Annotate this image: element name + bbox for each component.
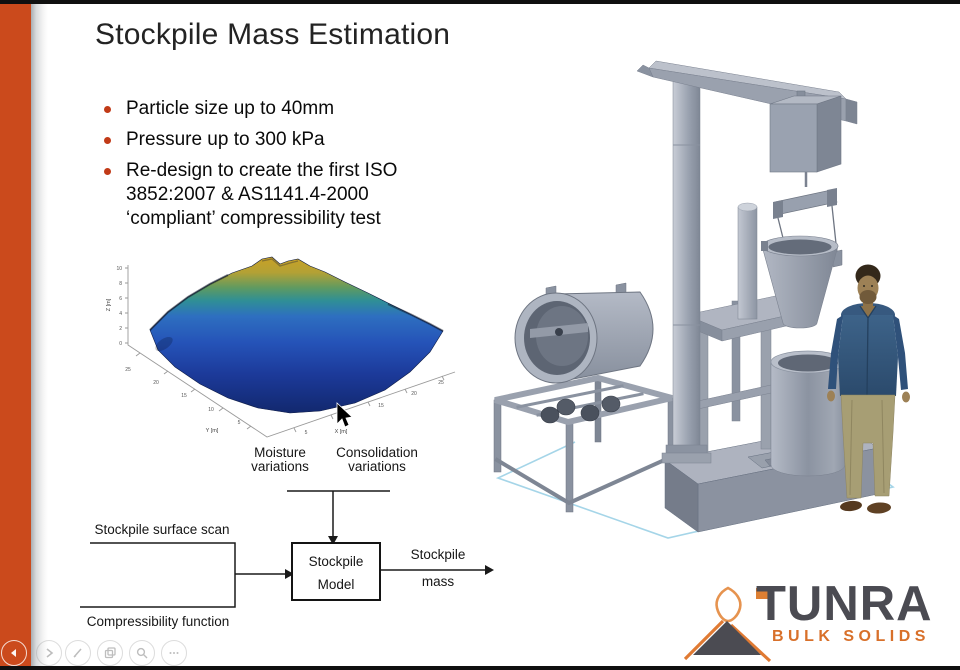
test-rig-render <box>493 60 910 539</box>
svg-text:10: 10 <box>208 407 214 413</box>
slide-accent-bar <box>0 0 31 670</box>
svg-text:4: 4 <box>119 311 122 317</box>
output-label: mass <box>422 574 455 589</box>
drum-stand <box>493 374 676 513</box>
support-column <box>661 71 712 464</box>
bullet-item: Pressure up to 300 kPa <box>92 128 444 152</box>
svg-text:6: 6 <box>119 296 122 302</box>
load-cell-box <box>769 90 842 173</box>
bullet-item: Particle size up to 40mm <box>92 97 444 121</box>
stockpile-model-diagram: Moisture variations Consolidation variat… <box>80 445 494 629</box>
moisture-label: variations <box>251 459 309 474</box>
plot-tick-labels: 10 8 6 4 2 0 5 10 15 20 25 5 10 15 20 25 <box>116 266 444 436</box>
tunra-logo-icon <box>684 586 772 663</box>
stockpile-model-box <box>291 542 381 601</box>
pen-icon <box>73 648 82 658</box>
bullet-icon <box>104 106 111 113</box>
svg-text:8: 8 <box>119 281 122 287</box>
test-vessel <box>770 350 851 477</box>
moisture-label: Moisture <box>254 445 306 460</box>
svg-text:0: 0 <box>119 341 122 347</box>
ellipsis-icon <box>169 652 179 654</box>
y-axis-label: Y [m] <box>206 428 219 434</box>
bullet-text: Particle size up to 40mm <box>126 98 335 119</box>
forward-arrow-icon <box>46 648 54 658</box>
logo-tagline-text: BULK SOLIDS <box>772 628 930 645</box>
human-figure <box>827 264 910 514</box>
stockpile-surface-plot: 10 8 6 4 2 0 5 10 15 20 25 5 10 15 20 25… <box>106 256 456 438</box>
svg-text:2: 2 <box>119 326 122 332</box>
more-options-button[interactable] <box>161 640 187 666</box>
letterbox-top <box>0 0 960 4</box>
consolidation-label: variations <box>348 459 406 474</box>
logo-brand-text: TUNRA <box>756 577 933 631</box>
back-arrow-icon <box>11 649 16 657</box>
slide-edge-shadow <box>31 0 48 670</box>
model-box-label: Stockpile <box>309 554 364 569</box>
svg-text:5: 5 <box>238 420 241 426</box>
diagram-arrowheads <box>285 536 494 579</box>
svg-text:5: 5 <box>305 430 308 436</box>
plot-axes <box>125 265 456 438</box>
z-axis-label: Z [m] <box>106 298 112 311</box>
slide-title: Stockpile Mass Estimation <box>95 18 451 51</box>
svg-text:20: 20 <box>153 380 159 386</box>
pillar-cylinder <box>737 202 758 320</box>
svg-text:25: 25 <box>438 380 444 386</box>
letterbox-bottom <box>0 666 960 670</box>
bullet-icon <box>104 137 111 144</box>
compressibility-label: Compressibility function <box>87 614 230 629</box>
slides-icon <box>104 647 116 659</box>
back-button[interactable] <box>1 640 27 666</box>
svg-text:20: 20 <box>411 391 417 397</box>
zoom-button[interactable] <box>129 640 155 666</box>
mouse-cursor-icon <box>336 402 353 428</box>
x-axis-label: X [m] <box>335 429 348 435</box>
bullet-text: Re-design to create the first ISO 3852:2… <box>126 160 398 229</box>
drum <box>514 282 654 384</box>
hanging-bucket <box>761 235 839 329</box>
plot-axis-labels: Z [m] Y [m] X [m] <box>106 298 348 435</box>
pen-button[interactable] <box>65 640 91 666</box>
svg-text:15: 15 <box>181 393 187 399</box>
bullet-item: Re-design to create the first ISO 3852:2… <box>92 159 444 231</box>
model-box-label: Model <box>318 577 355 592</box>
bullet-text: Pressure up to 300 kPa <box>126 129 325 150</box>
stockpile-pile <box>149 256 444 414</box>
all-slides-button[interactable] <box>97 640 123 666</box>
forward-button[interactable] <box>36 640 62 666</box>
svg-text:10: 10 <box>116 266 122 272</box>
tunra-logo: TUNRA BULK SOLIDS <box>684 577 954 664</box>
bullet-icon <box>104 168 111 175</box>
diagram-lines <box>80 490 485 608</box>
svg-text:25: 25 <box>125 367 131 373</box>
logo-accent-square <box>756 588 769 599</box>
magnifier-icon <box>136 647 148 659</box>
output-label: Stockpile <box>411 547 466 562</box>
surface-scan-label: Stockpile surface scan <box>94 522 229 537</box>
svg-text:15: 15 <box>378 403 384 409</box>
bullet-list: Particle size up to 40mm Pressure up to … <box>92 97 444 238</box>
consolidation-label: Consolidation <box>336 445 418 460</box>
